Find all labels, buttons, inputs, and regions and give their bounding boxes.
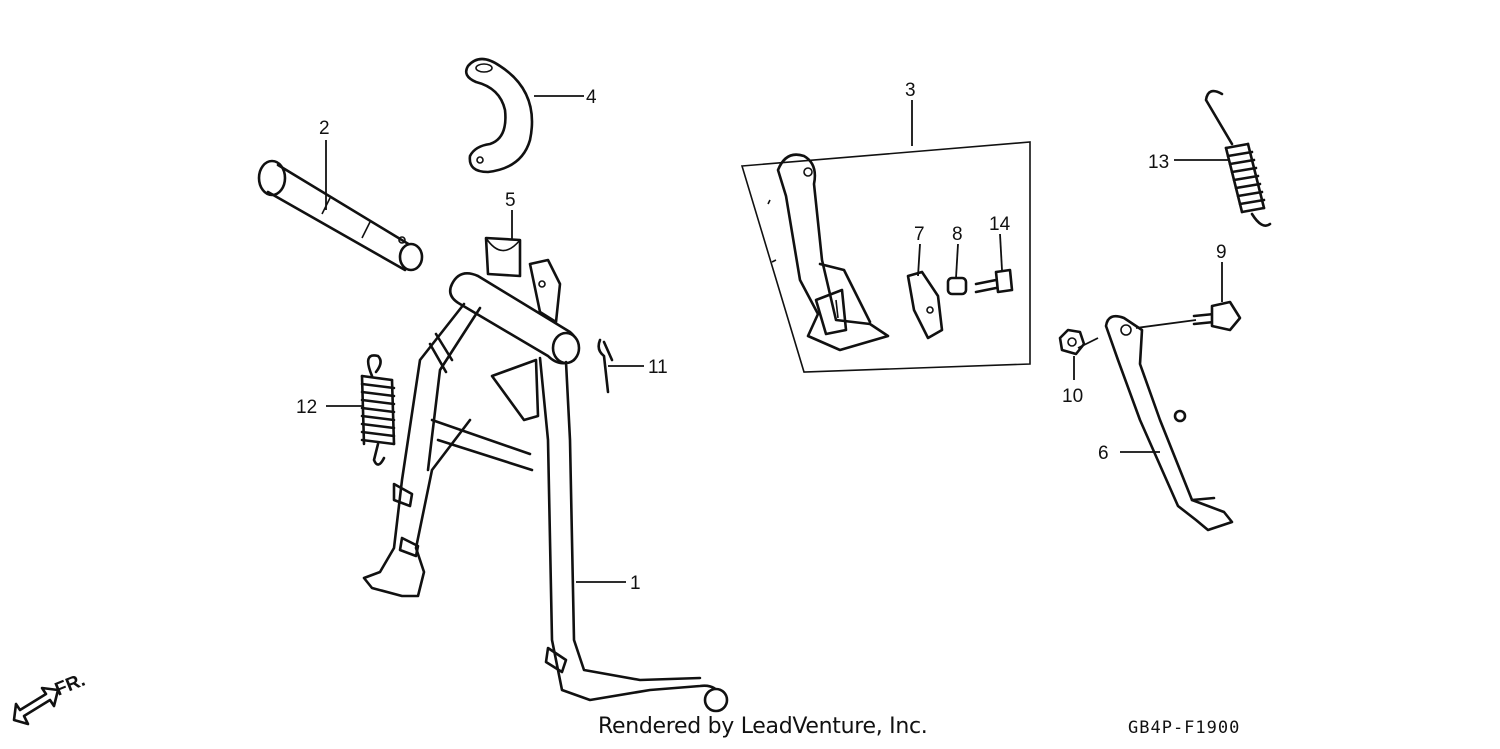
pivot-shaft[interactable]: [257, 159, 424, 272]
side-stand-6[interactable]: [1104, 314, 1234, 532]
leader-lines: [325, 95, 1230, 583]
side-stand-spring-13[interactable]: [1204, 89, 1272, 227]
front-direction-label: FR.: [52, 670, 88, 701]
side-stand-assembly[interactable]: [740, 141, 1031, 373]
diagram-code: GB4P-F1900: [1128, 718, 1241, 738]
side-stand-bracket[interactable]: [906, 270, 944, 340]
cotter-pin[interactable]: [597, 338, 614, 394]
callout-5: 5: [505, 190, 516, 211]
pivot-bolt-9[interactable]: [1192, 300, 1242, 332]
callout-3: 3: [905, 80, 916, 101]
front-direction-arrow: FR.: [12, 670, 88, 726]
render-credit: Rendered by LeadVenture, Inc.: [598, 714, 928, 739]
callout-4: 4: [586, 87, 597, 108]
callout-9: 9: [1216, 242, 1227, 263]
callout-11: 11: [648, 357, 668, 378]
callout-8: 8: [952, 224, 963, 245]
nut-10[interactable]: [1058, 328, 1086, 356]
callout-12: 12: [296, 397, 317, 418]
callout-13: 13: [1148, 152, 1169, 173]
callout-7: 7: [914, 224, 925, 245]
collar-8[interactable]: [946, 276, 968, 296]
callout-10: 10: [1062, 386, 1083, 407]
main-stand[interactable]: [362, 258, 729, 713]
bolt-14[interactable]: [974, 268, 1014, 294]
callout-2: 2: [319, 118, 330, 139]
callout-1: 1: [630, 573, 641, 594]
callout-14: 14: [989, 214, 1011, 235]
callout-6: 6: [1098, 443, 1109, 464]
stand-collar[interactable]: [484, 236, 522, 278]
stand-spring-12[interactable]: [360, 354, 396, 466]
stopper-plate[interactable]: [464, 57, 534, 174]
